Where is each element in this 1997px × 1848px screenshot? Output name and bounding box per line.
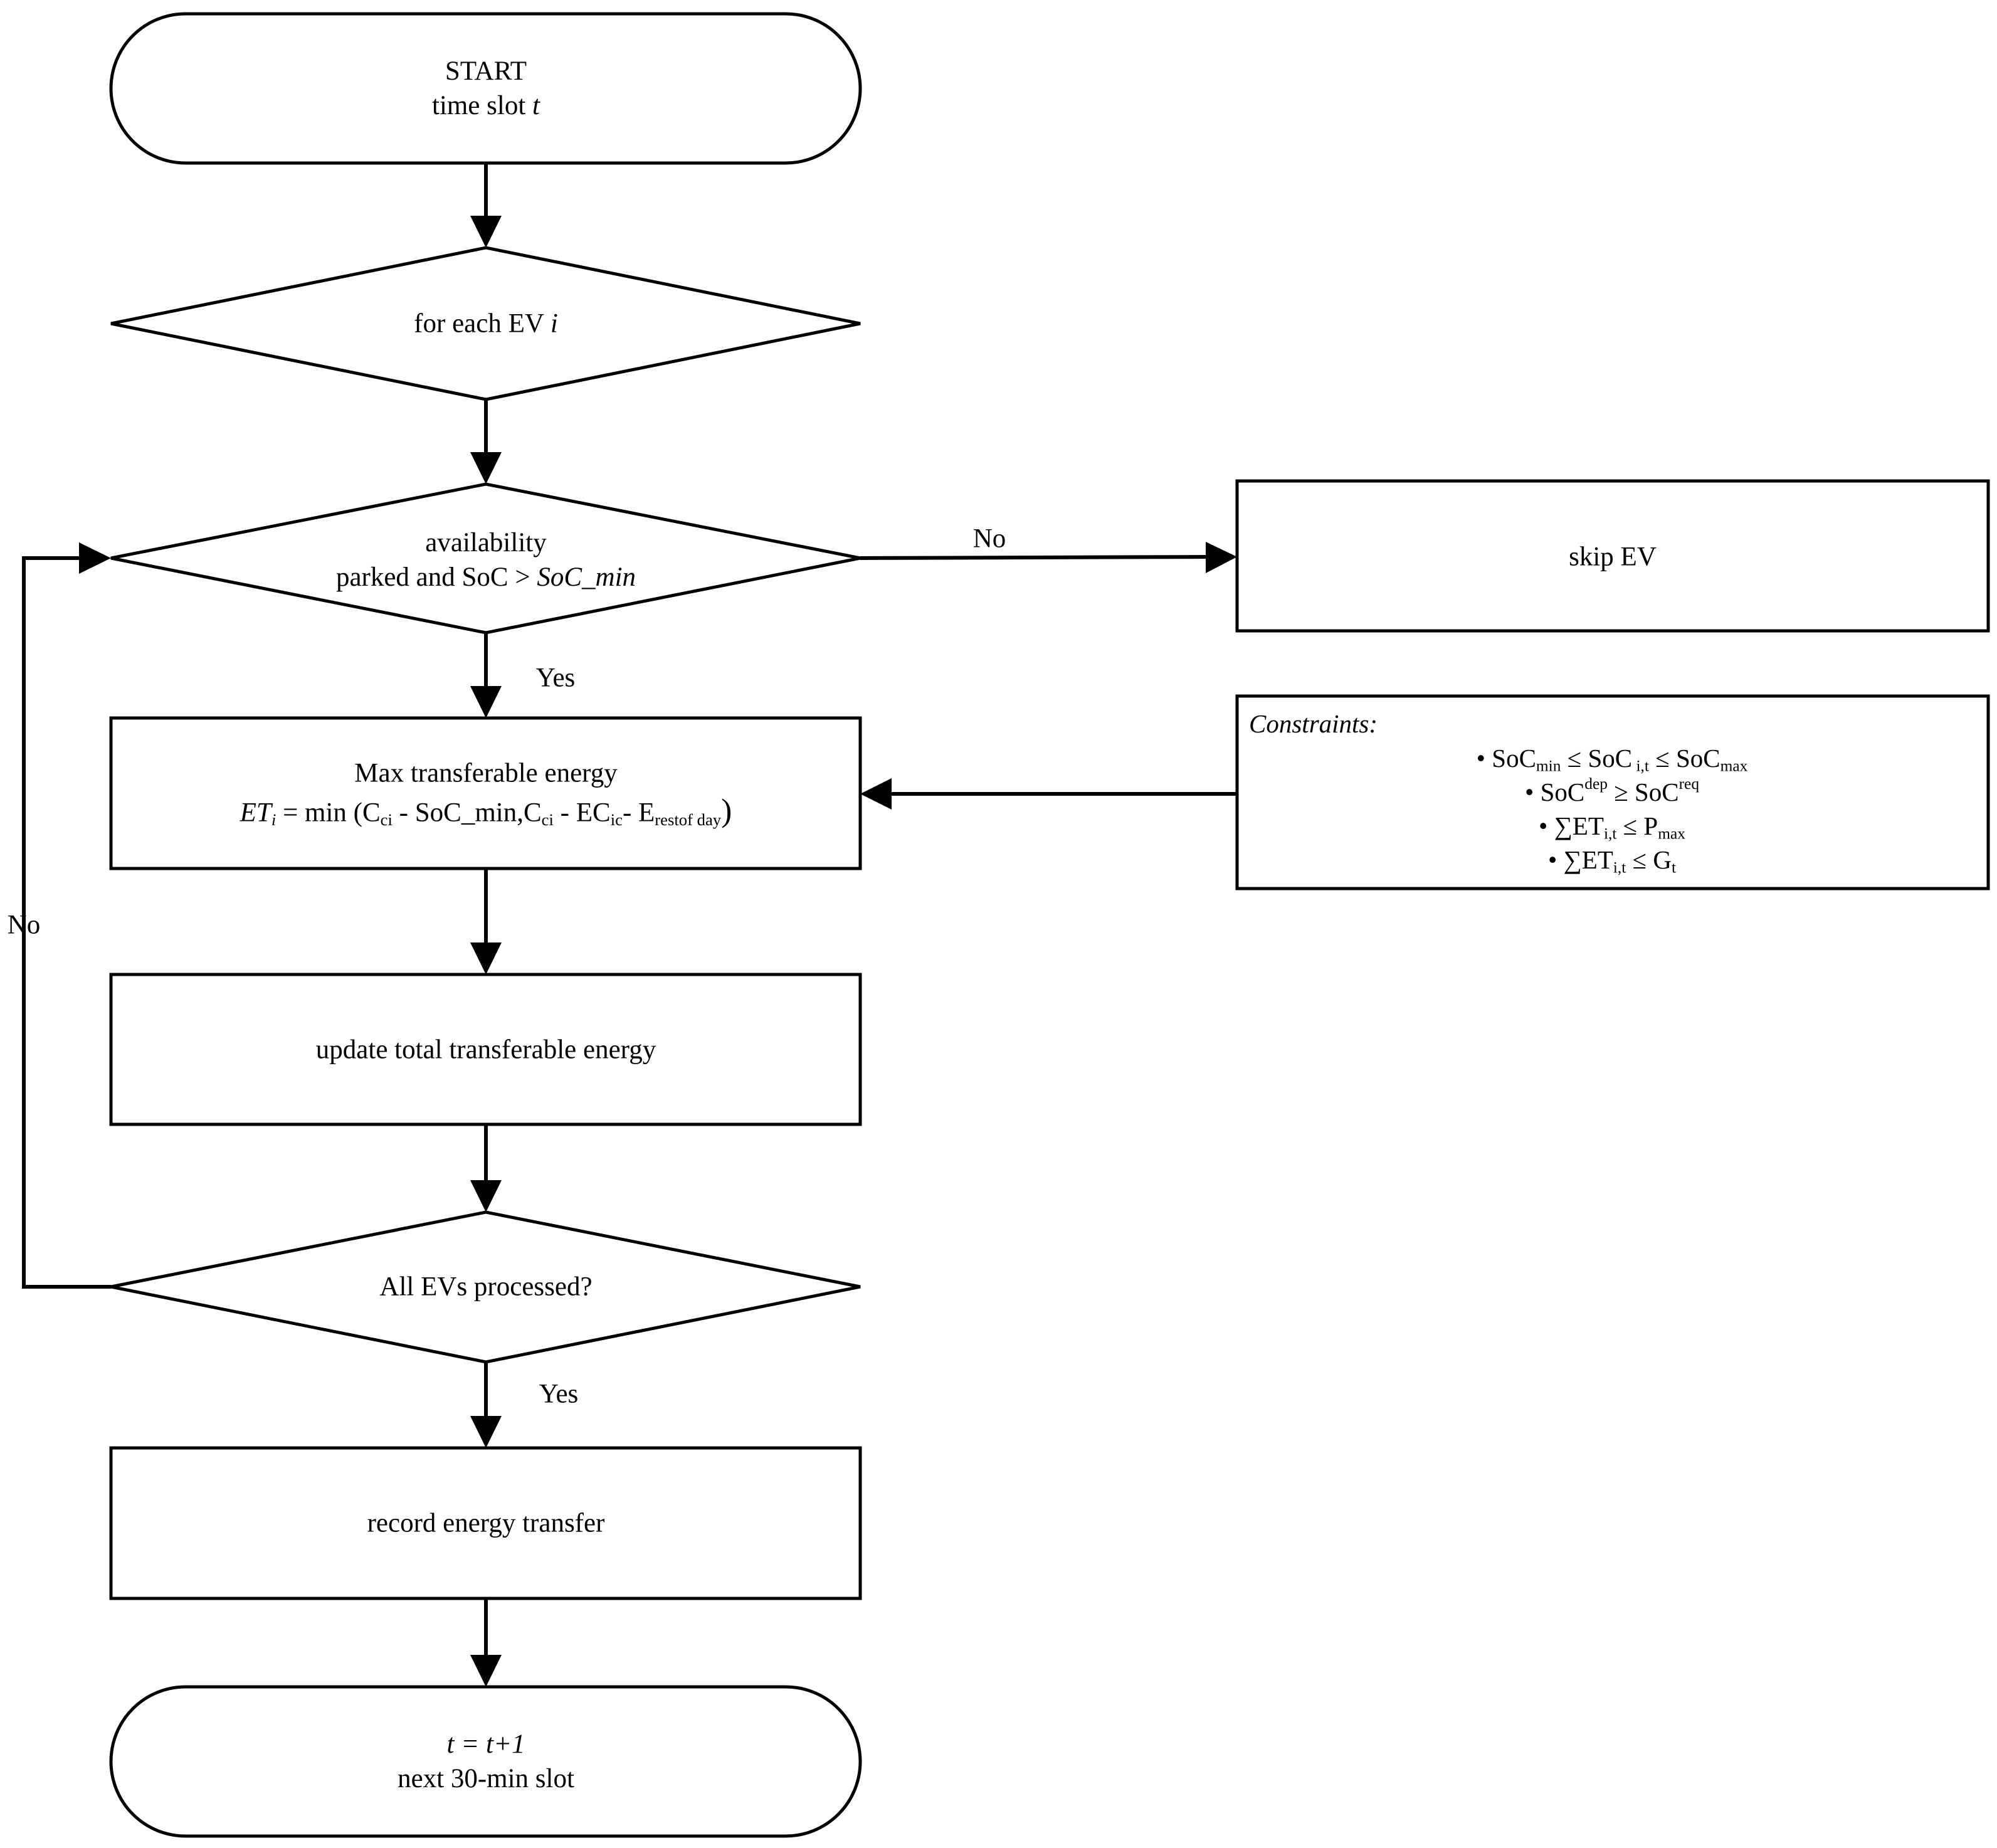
constraints-box: [1235, 694, 1990, 890]
max-transferable-energy-process: [109, 716, 862, 870]
constraint-soc-departure: • SoCdep ≥ SoCreq: [1524, 775, 1700, 807]
skip-ev-process: [1235, 479, 1990, 633]
arrow-availability-no-to-skip: [860, 555, 1211, 560]
constraint-soc-bounds: • SoCmin ≤ SoC i,t ≤ SoCmax: [1476, 744, 1748, 775]
edge-label-loop-no: No: [7, 910, 41, 940]
edge-label-done-yes: Yes: [539, 1379, 579, 1409]
end-terminal: [109, 1685, 862, 1838]
update-total-energy-label: update total transferable energy: [315, 1035, 656, 1065]
start-subtitle: time slot t: [431, 91, 540, 120]
end-label: t = t+1 next 30-min slot: [398, 1729, 574, 1793]
start-label: START time slot t: [432, 54, 540, 123]
edge-label-availability-no: No: [972, 524, 1006, 554]
for-each-ev-label: for each EV i: [414, 309, 558, 339]
max-energy-equation: ETi = min (Cci - SoC_min,Cci - ECic- Ere…: [240, 793, 732, 830]
constraints-title: Constraints:: [1249, 709, 1378, 738]
all-evs-processed-decision: [110, 1210, 861, 1364]
constraints-text: Constraints: • SoCmin ≤ SoC i,t ≤ SoCmax…: [1239, 697, 1985, 885]
arrow-loop-no-to-availability: [22, 556, 111, 1289]
start-title: START: [445, 56, 527, 86]
record-energy-label: record energy transfer: [367, 1508, 605, 1538]
edge-label-availability-yes: Yes: [535, 663, 576, 693]
all-evs-processed-label: All EVs processed?: [379, 1272, 593, 1302]
for-each-ev-decision: [110, 246, 861, 401]
availability-label: availability parked and SoC > SoC_min: [335, 527, 636, 592]
update-total-energy-process: [109, 973, 862, 1126]
constraint-grid-limit: • ∑ETi,t ≤ Gt: [1547, 845, 1677, 877]
skip-ev-label: skip EV: [1569, 542, 1657, 572]
constraint-power-max: • ∑ETi,t ≤ Pmax: [1539, 811, 1685, 843]
max-transferable-energy-label: Max transferable energy ETi = min (Cci -…: [240, 756, 732, 832]
